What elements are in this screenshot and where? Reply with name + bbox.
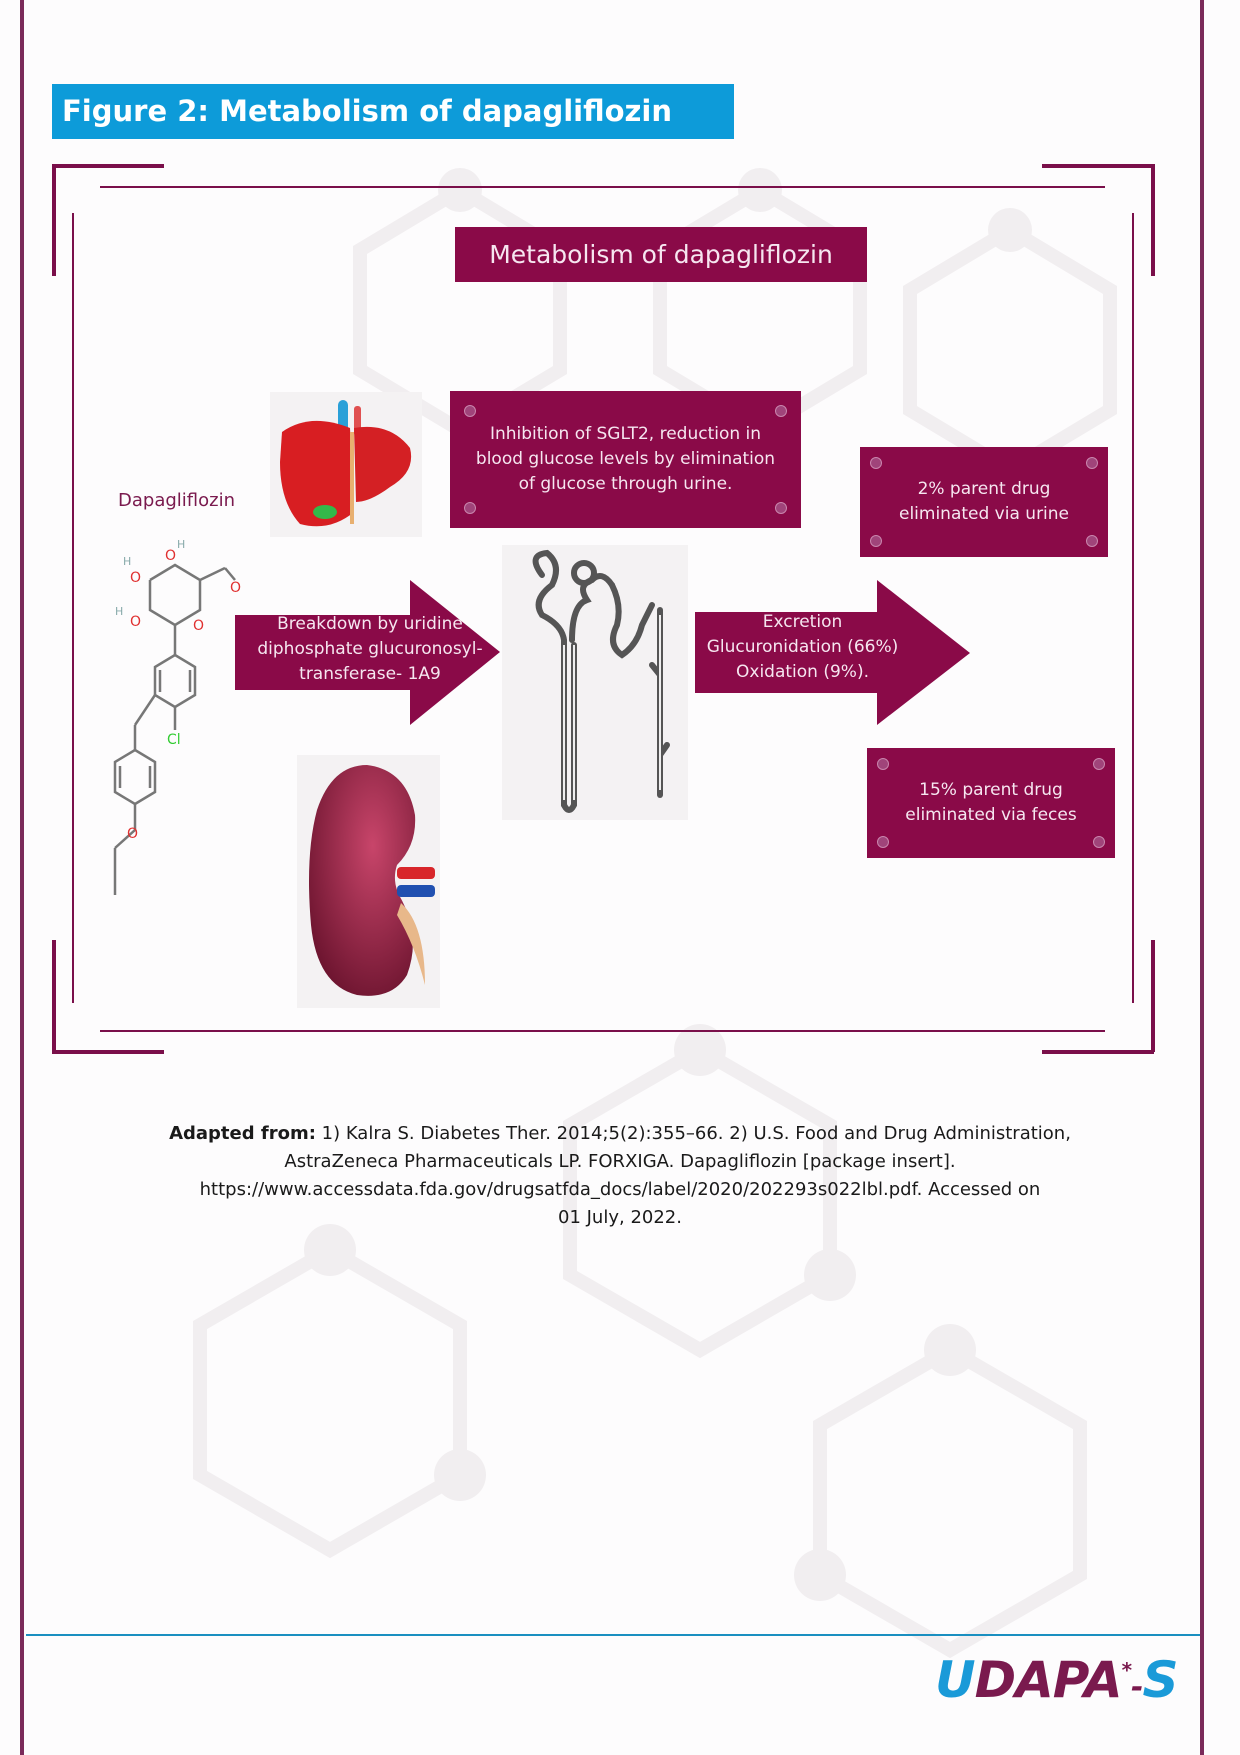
- page-border-left: [20, 0, 24, 1755]
- svg-text:H: H: [177, 538, 185, 551]
- svg-text:H: H: [115, 605, 123, 618]
- diagram-title: Metabolism of dapagliflozin: [455, 227, 867, 282]
- feces-box-line1: 15% parent drug: [919, 780, 1063, 800]
- svg-text:O: O: [193, 618, 204, 634]
- urine-elimination-box: 2% parent drug eliminated via urine: [860, 447, 1108, 557]
- references-label: Adapted from:: [169, 1123, 316, 1144]
- feces-box-line2: eliminated via feces: [905, 805, 1077, 825]
- svg-text:O: O: [165, 548, 176, 564]
- sglt2-inhibition-box: Inhibition of SGLT2, reduction in blood …: [450, 391, 801, 528]
- nephron-image: [502, 545, 688, 820]
- references-line4: 01 July, 2022.: [558, 1207, 682, 1228]
- breakdown-line3: transferase- 1A9: [299, 664, 441, 684]
- svg-text:O: O: [230, 580, 241, 596]
- breakdown-line1: Breakdown by uridine: [277, 614, 463, 634]
- svg-text:O: O: [130, 614, 141, 630]
- urine-box-line2: eliminated via urine: [898, 504, 1070, 524]
- svg-text:O: O: [127, 826, 138, 842]
- excretion-line1: Excretion: [762, 612, 843, 632]
- urine-box-line1: 2% parent drug: [917, 479, 1051, 499]
- sglt2-box-text: Inhibition of SGLT2, reduction in blood …: [475, 424, 776, 494]
- nephron-icon: [532, 549, 670, 813]
- references-line2: AstraZeneca Pharmaceuticals LP. FORXIGA.…: [284, 1151, 956, 1172]
- figure-title: Figure 2: Metabolism of dapagliflozin: [52, 84, 734, 139]
- svg-text:O: O: [130, 570, 141, 586]
- references-line3[interactable]: https://www.accessdata.fda.gov/drugsatfd…: [199, 1179, 1041, 1200]
- breakdown-line2: diphosphate glucuronosyl-: [257, 639, 483, 659]
- udapas-logo: UDAPA*-S: [935, 1651, 1179, 1709]
- svg-text:Cl: Cl: [167, 732, 181, 748]
- footer-divider: [26, 1634, 1200, 1636]
- feces-elimination-box: 15% parent drug eliminated via feces: [867, 748, 1115, 858]
- liver-icon: [280, 400, 412, 527]
- excretion-line2: Glucuronidation (66%): [706, 637, 899, 657]
- drug-label: Dapagliflozin: [118, 490, 235, 511]
- liver-image: [270, 392, 422, 537]
- kidney-image: [297, 755, 440, 1008]
- page-border-right: [1200, 0, 1204, 1755]
- kidney-icon: [309, 765, 435, 996]
- dapagliflozin-structure-icon: O O O O O O H H H Cl: [113, 538, 241, 895]
- excretion-line3: Oxidation (9%).: [736, 662, 869, 682]
- references: Adapted from: 1) Kalra S. Diabetes Ther.…: [70, 1120, 1170, 1232]
- references-line1: 1) Kalra S. Diabetes Ther. 2014;5(2):355…: [315, 1123, 1071, 1144]
- svg-text:H: H: [123, 555, 131, 568]
